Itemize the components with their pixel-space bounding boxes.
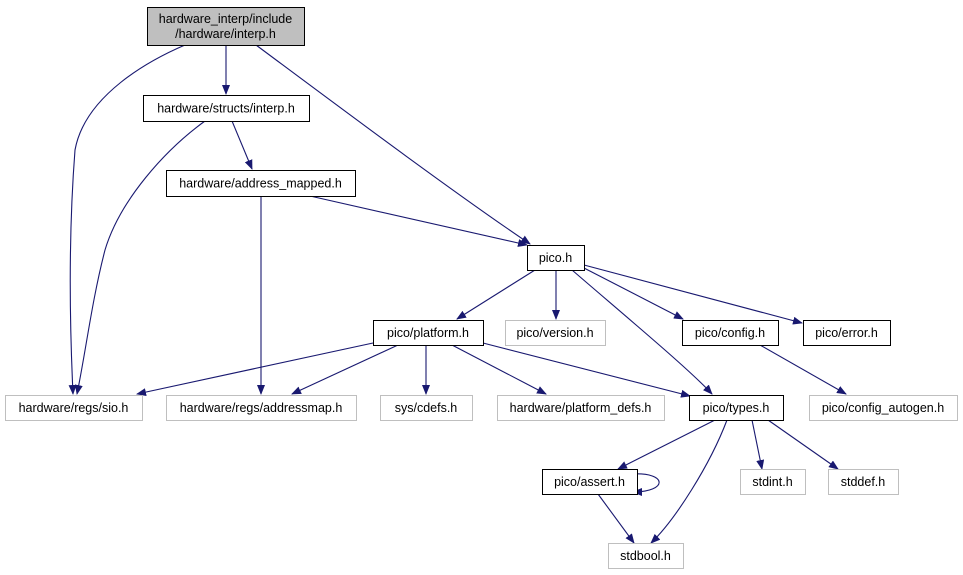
node-label: hardware/platform_defs.h — [510, 401, 652, 415]
node-box — [542, 469, 638, 495]
node-box — [828, 469, 899, 495]
node-label: hardware_interp/include — [159, 12, 292, 26]
node-label: hardware/regs/addressmap.h — [180, 401, 343, 415]
node-box — [147, 7, 305, 46]
node-box — [527, 245, 585, 271]
edge-interp-to-regs_sio — [68, 44, 186, 395]
node-stdint: stdint.h — [740, 469, 806, 495]
node-label: pico/version.h — [516, 326, 593, 340]
node-version: pico/version.h — [505, 320, 606, 346]
node-label: pico/platform.h — [387, 326, 469, 340]
node-config[interactable]: pico/config.h — [682, 320, 779, 346]
node-structs-interp[interactable]: hardware/structs/interp.h — [143, 95, 310, 122]
node-label: /hardware/interp.h — [175, 27, 276, 41]
edge-interp-to-pico — [255, 44, 531, 245]
node-box — [166, 170, 356, 197]
edge-platform-to-platform_defs — [451, 344, 547, 395]
node-box — [373, 320, 484, 346]
node-label: hardware/regs/sio.h — [19, 401, 129, 415]
node-box — [803, 320, 891, 346]
node-regs-sio: hardware/regs/sio.h — [5, 395, 143, 421]
node-box — [505, 320, 606, 346]
node-box — [740, 469, 806, 495]
node-box — [689, 395, 784, 421]
node-cdefs: sys/cdefs.h — [380, 395, 473, 421]
node-label: pico.h — [539, 251, 572, 265]
edge-pico-to-types — [571, 269, 713, 395]
node-types[interactable]: pico/types.h — [689, 395, 784, 421]
edge-assert-to-assert — [631, 473, 660, 496]
node-box — [682, 320, 779, 346]
node-label: hardware/structs/interp.h — [157, 102, 295, 116]
node-label: stddef.h — [841, 475, 886, 489]
node-box — [608, 543, 684, 569]
edge-types-to-stdbool — [650, 419, 728, 544]
node-box — [380, 395, 473, 421]
edge-types-to-stddef — [767, 419, 839, 470]
edge-structs_interp-to-regs_sio — [74, 120, 206, 395]
edge-platform-to-regs_sio — [136, 342, 374, 397]
node-box — [166, 395, 357, 421]
node-stddef: stddef.h — [828, 469, 899, 495]
node-label: pico/error.h — [815, 326, 878, 340]
edge-structs_interp-to-address_mapped — [231, 120, 253, 170]
node-label: sys/cdefs.h — [395, 401, 458, 415]
node-label: hardware/address_mapped.h — [179, 177, 342, 191]
node-label: pico/config_autogen.h — [822, 401, 944, 415]
node-platform[interactable]: pico/platform.h — [373, 320, 484, 346]
node-error[interactable]: pico/error.h — [803, 320, 891, 346]
node-interp[interactable]: hardware_interp/include/hardware/interp.… — [147, 7, 305, 46]
node-addressmap: hardware/regs/addressmap.h — [166, 395, 357, 421]
node-stdbool: stdbool.h — [608, 543, 684, 569]
node-box — [809, 395, 958, 421]
node-box — [497, 395, 665, 421]
node-assert[interactable]: pico/assert.h — [542, 469, 638, 495]
edge-assert-to-stdbool — [597, 493, 635, 544]
node-label: pico/assert.h — [554, 475, 625, 489]
edge-pico-to-error — [583, 264, 803, 325]
edge-types-to-assert — [617, 419, 716, 470]
node-label: stdbool.h — [620, 549, 671, 563]
node-box — [5, 395, 143, 421]
edge-platform-to-addressmap — [291, 344, 399, 395]
edge-pico-to-platform — [456, 269, 536, 320]
node-box — [143, 95, 310, 122]
edge-address_mapped-to-pico — [309, 195, 528, 247]
nodes-layer: hardware_interp/include/hardware/interp.… — [5, 7, 958, 569]
node-label: pico/types.h — [703, 401, 770, 415]
node-platform-defs: hardware/platform_defs.h — [497, 395, 665, 421]
edge-config-to-config_autogen — [759, 344, 847, 395]
node-label: pico/config.h — [695, 326, 765, 340]
node-config-autogen: pico/config_autogen.h — [809, 395, 958, 421]
node-label: stdint.h — [752, 475, 792, 489]
edge-types-to-stdint — [751, 419, 765, 470]
edge-pico-to-config — [583, 267, 684, 320]
node-address-mapped[interactable]: hardware/address_mapped.h — [166, 170, 356, 197]
edges-layer — [68, 44, 847, 544]
edge-platform-to-types — [482, 342, 691, 398]
node-pico[interactable]: pico.h — [527, 245, 585, 271]
